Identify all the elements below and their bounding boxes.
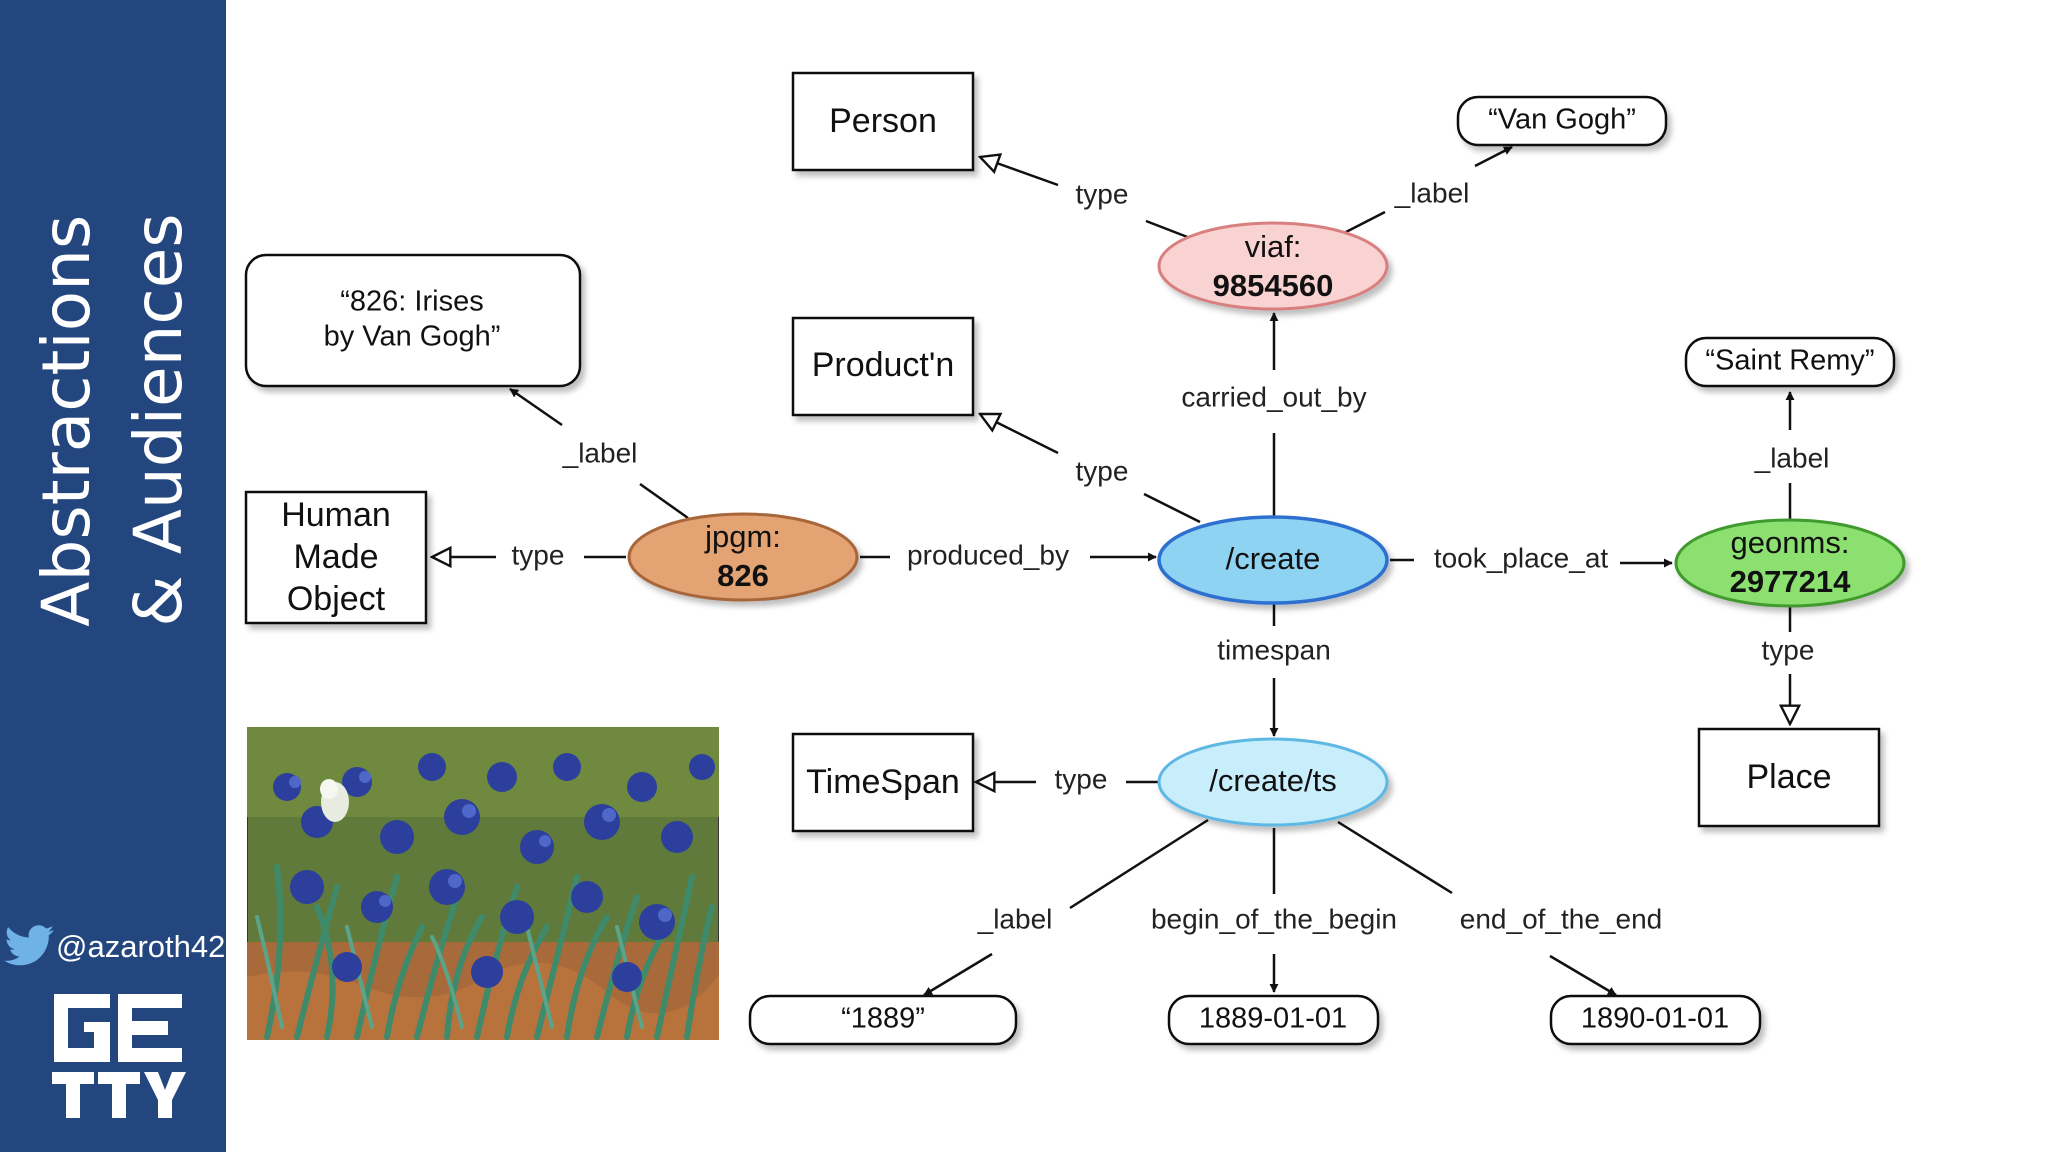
node-create-ts-label: /create/ts (1209, 763, 1337, 798)
edge-label-begin-of-the-begin: begin_of_the_begin (1151, 903, 1397, 934)
edge-label-production-type: type (1076, 455, 1129, 486)
class-hmo-line1: Human (281, 496, 391, 534)
edge-label-ts-label: _label (977, 903, 1053, 934)
node-geonames-line2: 2977214 (1730, 564, 1851, 599)
literal-irises-line2: by Van Gogh” (324, 321, 501, 353)
class-person: Person (791, 71, 975, 172)
getty-logo (52, 994, 186, 1118)
edge-label-ts-type: type (1055, 763, 1108, 794)
node-geonames: geonms: 2977214 (1674, 518, 1906, 608)
literal-saint-remy-text: “Saint Remy” (1705, 345, 1874, 377)
edge-took-place-at (1390, 558, 1673, 568)
literal-year: “1889” (748, 994, 1018, 1046)
edge-label-geo-type: type (1762, 634, 1815, 665)
class-timespan-label: TimeSpan (806, 763, 960, 801)
edge-label-jpgm-type: type (512, 539, 565, 570)
edge-person-type (980, 157, 1191, 240)
edge-label-person-type: type (1076, 178, 1129, 209)
class-place: Place (1697, 727, 1881, 828)
node-create-label: /create (1226, 541, 1321, 576)
class-person-label: Person (829, 102, 937, 140)
edge-label-timespan: timespan (1217, 634, 1331, 665)
literal-end: 1890-01-01 (1549, 994, 1762, 1046)
node-geonames-line1: geonms: (1731, 525, 1850, 560)
twitter-bird-icon (4, 925, 54, 966)
literal-van-gogh-text: “Van Gogh” (1488, 104, 1636, 136)
class-production: Product'n (791, 316, 975, 417)
edge-label-jpgm-label: _label (562, 437, 638, 468)
literal-irises: “826: Irises by Van Gogh” (244, 253, 582, 388)
edge-label-end-of-the-end: end_of_the_end (1460, 903, 1662, 934)
class-timespan: TimeSpan (791, 732, 975, 833)
literal-year-text: “1889” (841, 1003, 925, 1035)
twitter-row: @azaroth42 (4, 924, 225, 970)
edge-label-geo-label: _label (1754, 442, 1830, 473)
literal-saint-remy: “Saint Remy” (1684, 336, 1896, 388)
edge-label-took-place-at: took_place_at (1434, 542, 1609, 573)
literal-end-text: 1890-01-01 (1581, 1003, 1729, 1035)
literal-begin-text: 1889-01-01 (1199, 1003, 1347, 1035)
node-create-ts: /create/ts (1157, 737, 1389, 827)
class-place-label: Place (1746, 758, 1831, 796)
node-jpgm: jpgm: 826 (627, 512, 859, 602)
edge-production-type (980, 414, 1201, 524)
irises-painting (247, 727, 719, 1040)
literal-begin: 1889-01-01 (1167, 994, 1380, 1046)
node-viaf-line2: 9854560 (1213, 268, 1334, 303)
class-hmo-line3: Object (287, 580, 386, 618)
edge-end-of-the-end (1337, 820, 1617, 997)
edge-label-viaf-label: _label (1394, 177, 1470, 208)
edge-viaf-label (1345, 145, 1513, 234)
edge-jpgm-label (509, 387, 689, 520)
edge-ts-label (923, 818, 1209, 997)
twitter-handle: @azaroth42 (56, 929, 226, 964)
sidebar: Abstractions & Audiences @azaroth42 (0, 0, 226, 1152)
node-jpgm-line1: jpgm: (704, 519, 781, 554)
class-production-label: Product'n (812, 346, 955, 384)
node-viaf: viaf: 9854560 (1157, 221, 1389, 311)
edge-label-produced-by: produced_by (907, 539, 1069, 570)
edge-label-carried-out-by: carried_out_by (1181, 381, 1366, 412)
node-viaf-line1: viaf: (1245, 229, 1302, 264)
node-create: /create (1157, 515, 1389, 605)
class-hmo-line2: Made (293, 538, 378, 576)
literal-irises-line1: “826: Irises (340, 286, 483, 318)
node-jpgm-line2: 826 (717, 558, 769, 593)
class-human-made-object: Human Made Object (244, 490, 428, 625)
literal-van-gogh: “Van Gogh” (1456, 95, 1668, 147)
